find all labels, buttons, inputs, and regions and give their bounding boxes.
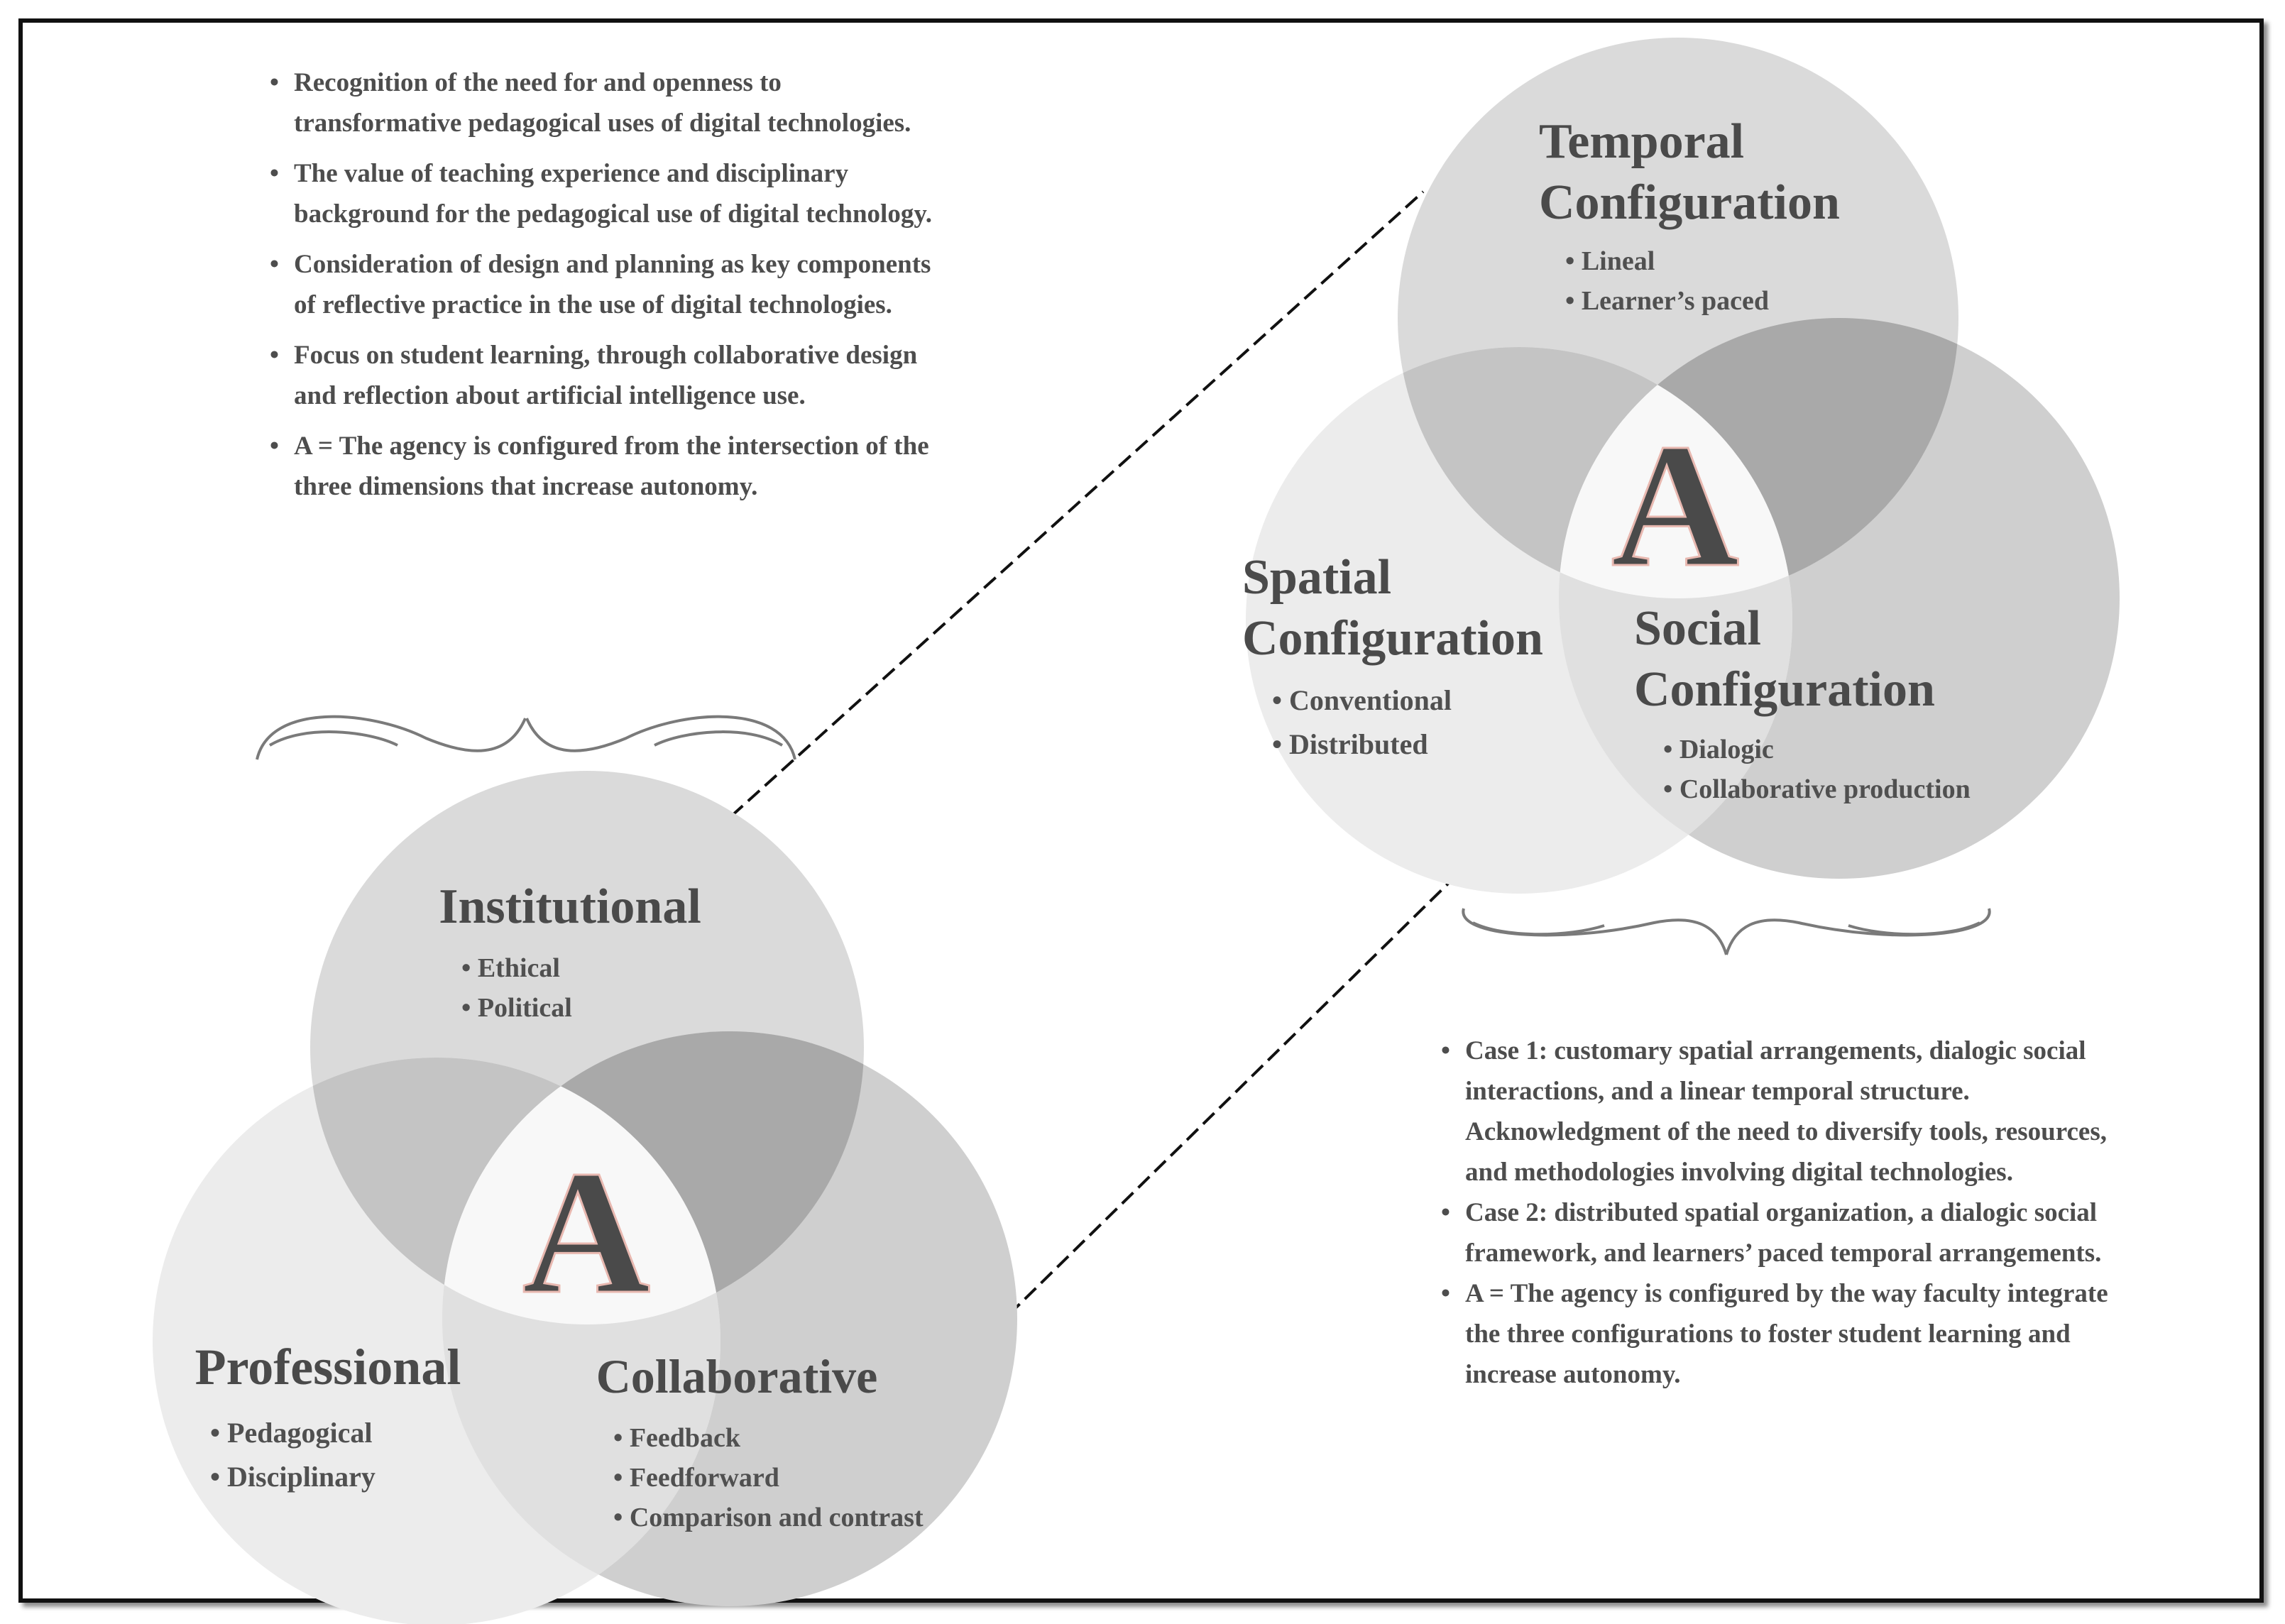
institutional-item-1: • Ethical	[461, 953, 560, 983]
spatial-title-line1: Spatial	[1242, 550, 1391, 605]
lower-center-letter: A	[522, 1134, 651, 1331]
temporal-title-line2: Configuration	[1539, 175, 1840, 230]
temporal-item-1: • Lineal	[1565, 246, 1655, 276]
lower-venn-diagram: A Institutional • Ethical • Political Pr…	[153, 771, 1017, 1624]
institutional-title: Institutional	[439, 879, 701, 934]
upper-note-3: Consideration of design and planning as …	[270, 244, 937, 325]
lower-note-2: Case 2: distributed spatial organization…	[1441, 1192, 2122, 1273]
lower-note-3: A = The agency is configured by the way …	[1441, 1273, 2122, 1395]
professional-item-2: • Disciplinary	[210, 1461, 376, 1493]
spatial-title-line2: Configuration	[1242, 611, 1543, 666]
professional-item-1: • Pedagogical	[210, 1417, 372, 1449]
lower-notes-list: Case 1: customary spatial arrangements, …	[1441, 1031, 2122, 1395]
upper-note-5: A = The agency is configured from the in…	[270, 426, 937, 507]
lower-note-1: Case 1: customary spatial arrangements, …	[1441, 1031, 2122, 1192]
social-title-line1: Social	[1634, 601, 1761, 656]
upper-notes-list: Recognition of the need for and openness…	[270, 62, 937, 517]
social-item-1: • Dialogic	[1663, 735, 1774, 764]
collaborative-title: Collaborative	[596, 1349, 878, 1403]
social-item-2: • Collaborative production	[1663, 774, 1971, 804]
professional-title: Professional	[195, 1339, 461, 1395]
upper-note-2: The value of teaching experience and dis…	[270, 153, 937, 234]
connector-line-lower	[991, 879, 1453, 1332]
institutional-item-2: • Political	[461, 993, 572, 1023]
figure-border	[18, 18, 2264, 1603]
upper-venn-diagram: A Temporal Configuration • Lineal • Lear…	[1242, 38, 2120, 894]
temporal-title-line1: Temporal	[1539, 114, 1744, 169]
upper-center-region	[1559, 347, 1792, 598]
collaborative-item-1: • Feedback	[613, 1423, 741, 1453]
social-title-line2: Configuration	[1634, 662, 1935, 717]
temporal-item-2: • Learner’s paced	[1565, 286, 1769, 316]
spatial-item-2: • Distributed	[1272, 728, 1428, 760]
ornament-brace-upper	[256, 715, 796, 760]
upper-note-1: Recognition of the need for and openness…	[270, 62, 937, 143]
collaborative-item-2: • Feedforward	[613, 1463, 779, 1493]
lower-center-region	[442, 1058, 720, 1324]
connector-line-upper	[730, 190, 1425, 818]
spatial-item-1: • Conventional	[1272, 684, 1452, 716]
upper-center-letter: A	[1611, 407, 1740, 604]
ornament-brace-lower	[1462, 908, 1991, 955]
upper-note-4: Focus on student learning, through colla…	[270, 335, 937, 416]
collaborative-item-3: • Comparison and contrast	[613, 1503, 924, 1532]
